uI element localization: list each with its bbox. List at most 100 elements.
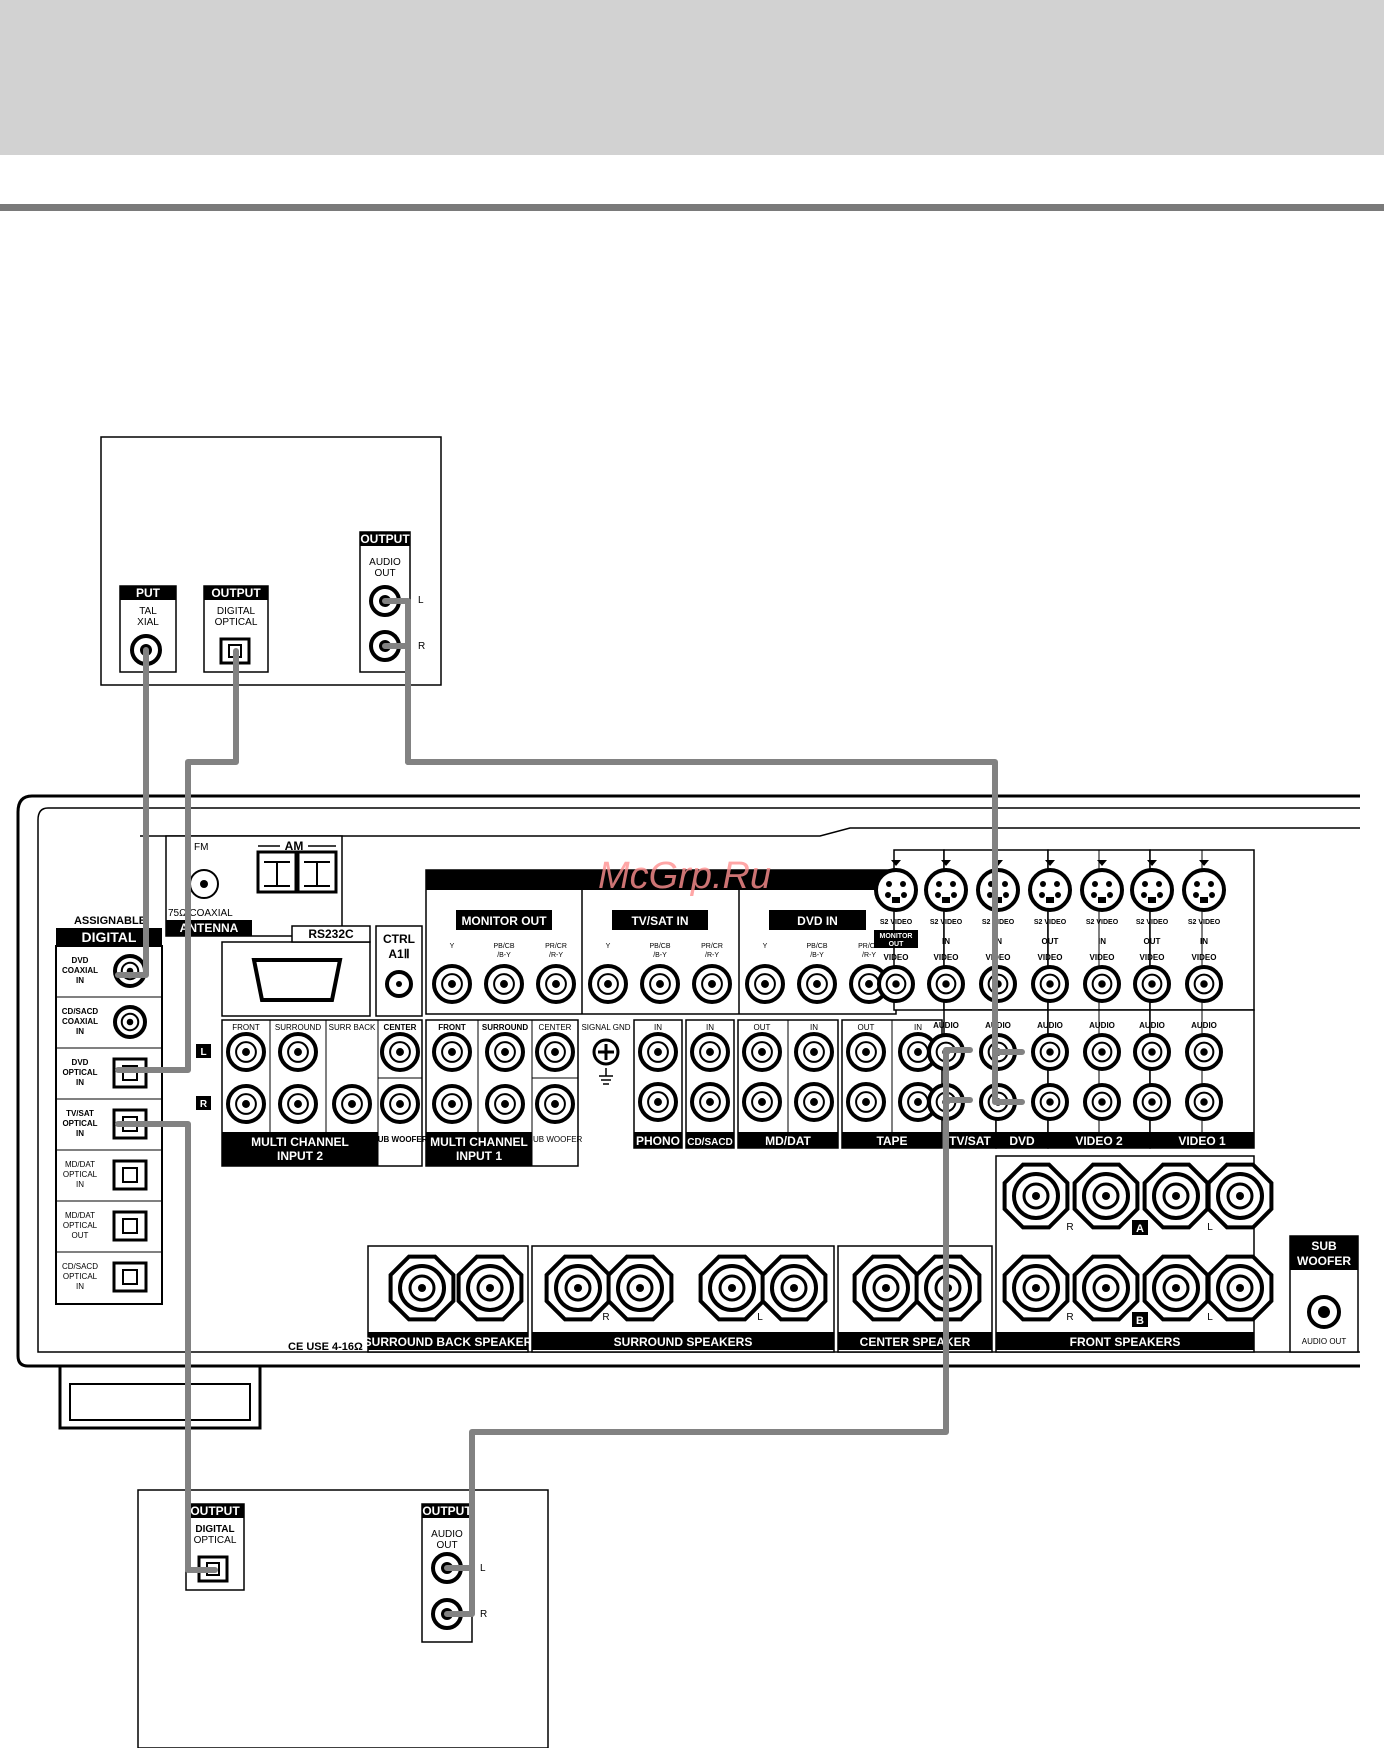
digital-optical-jack[interactable]: [112, 1210, 148, 1242]
component-jack[interactable]: [588, 964, 628, 1004]
speaker-terminal-post[interactable]: [698, 1254, 766, 1322]
audio-jack[interactable]: [1083, 1033, 1121, 1071]
svg-text:OUT: OUT: [858, 1023, 875, 1032]
composite-video-jack[interactable]: [1133, 965, 1171, 1003]
audio-jack[interactable]: [1133, 1083, 1171, 1121]
multi1-jack[interactable]: [485, 1084, 525, 1124]
multi1-jack[interactable]: [485, 1032, 525, 1072]
audio-jack[interactable]: [1185, 1083, 1223, 1121]
audio-jack[interactable]: [1031, 1033, 1069, 1071]
component-jack[interactable]: [797, 964, 837, 1004]
svg-text:SUB WOOFER: SUB WOOFER: [528, 1135, 583, 1144]
multi1-jack[interactable]: [535, 1084, 575, 1124]
audio-jack[interactable]: [794, 1032, 834, 1072]
svg-text:MULTI CHANNEL: MULTI CHANNEL: [251, 1135, 349, 1149]
s-video-jack[interactable]: [1028, 868, 1072, 912]
speaker-terminal-post[interactable]: [1142, 1162, 1210, 1230]
audio-jack[interactable]: [1031, 1083, 1069, 1121]
svg-text:FRONT SPEAKERS: FRONT SPEAKERS: [1070, 1335, 1181, 1349]
s-video-jack[interactable]: [1130, 868, 1174, 912]
audio-jack[interactable]: [742, 1082, 782, 1122]
component-jack[interactable]: [640, 964, 680, 1004]
label: /R-Y: [862, 952, 876, 959]
composite-video-jack[interactable]: [927, 965, 965, 1003]
speaker-terminal-post[interactable]: [852, 1254, 920, 1322]
speaker-terminal-post[interactable]: [544, 1254, 612, 1322]
speaker-terminal-post[interactable]: [388, 1254, 456, 1322]
svg-text:AUDIO: AUDIO: [431, 1529, 463, 1540]
arrow-icon: [941, 860, 951, 866]
multi2-jack[interactable]: [380, 1084, 420, 1124]
svg-text:MD/DAT: MD/DAT: [765, 1134, 811, 1148]
digital-coaxial-jack[interactable]: [113, 954, 147, 988]
speaker-terminal-post[interactable]: [1072, 1254, 1140, 1322]
label: TV/SAT IN: [631, 914, 688, 928]
svg-text:INPUT 2: INPUT 2: [277, 1149, 323, 1163]
multi2-jack[interactable]: [332, 1084, 372, 1124]
svg-text:OUT: OUT: [374, 568, 395, 579]
label: IN: [76, 1129, 84, 1138]
multi2-jack[interactable]: [380, 1032, 420, 1072]
component-jack[interactable]: [692, 964, 732, 1004]
cable-optical-dvd: [115, 648, 239, 1073]
audio-jack[interactable]: [690, 1082, 730, 1122]
multi1-jack[interactable]: [535, 1032, 575, 1072]
audio-jack[interactable]: [638, 1032, 678, 1072]
digital-optical-jack[interactable]: [112, 1261, 148, 1293]
audio-jack[interactable]: [638, 1082, 678, 1122]
svg-text:SURR BACK: SURR BACK: [329, 1023, 376, 1032]
svg-text:CTRL: CTRL: [383, 932, 415, 946]
component-jack[interactable]: [484, 964, 524, 1004]
speaker-terminal-post[interactable]: [1072, 1162, 1140, 1230]
multi2-jack[interactable]: [278, 1032, 318, 1072]
s-video-jack[interactable]: [874, 868, 918, 912]
label: IN: [1098, 937, 1106, 946]
audio-jack[interactable]: [1133, 1033, 1171, 1071]
svg-text:IN: IN: [810, 1023, 818, 1032]
audio-jack[interactable]: [1185, 1033, 1223, 1071]
label: OPTICAL: [62, 1119, 97, 1128]
cable-coaxial-dvd: [115, 647, 149, 978]
multi1-jack[interactable]: [432, 1032, 472, 1072]
speaker-terminal-post[interactable]: [606, 1254, 674, 1322]
composite-video-jack[interactable]: [1185, 965, 1223, 1003]
header-rule: [0, 204, 1384, 211]
svg-text:CENTER: CENTER: [539, 1023, 572, 1032]
component-jack[interactable]: [745, 964, 785, 1004]
speaker-terminal-post[interactable]: [1206, 1162, 1274, 1230]
audio-jack[interactable]: [846, 1032, 886, 1072]
svg-text:DIGITAL: DIGITAL: [195, 1524, 234, 1535]
component-jack[interactable]: [536, 964, 576, 1004]
svg-text:ASSIGNABLE: ASSIGNABLE: [74, 915, 146, 927]
composite-video-jack[interactable]: [1083, 965, 1121, 1003]
multi2-jack[interactable]: [226, 1032, 266, 1072]
speaker-terminal-post[interactable]: [760, 1254, 828, 1322]
speaker-terminal-post[interactable]: [456, 1254, 524, 1322]
s-video-jack[interactable]: [924, 868, 968, 912]
speaker-terminal-post[interactable]: [1206, 1254, 1274, 1322]
speaker-terminal-post[interactable]: [1002, 1254, 1070, 1322]
svg-text:SUB: SUB: [1311, 1239, 1337, 1253]
speaker-terminal-post[interactable]: [1002, 1162, 1070, 1230]
s-video-jack[interactable]: [1080, 868, 1124, 912]
speaker-terminal-post[interactable]: [1142, 1254, 1210, 1322]
audio-jack[interactable]: [794, 1082, 834, 1122]
audio-jack[interactable]: [742, 1032, 782, 1072]
audio-jack[interactable]: [846, 1082, 886, 1122]
component-jack[interactable]: [432, 964, 472, 1004]
multi2-jack[interactable]: [278, 1084, 318, 1124]
digital-coaxial-jack[interactable]: [113, 1005, 147, 1039]
composite-video-jack[interactable]: [1031, 965, 1069, 1003]
multi2-jack[interactable]: [226, 1084, 266, 1124]
composite-video-jack[interactable]: [877, 965, 915, 1003]
label: IN: [1200, 937, 1208, 946]
digital-optical-jack[interactable]: [112, 1159, 148, 1191]
label: S2 VIDEO: [880, 919, 913, 926]
audio-jack[interactable]: [898, 1082, 938, 1122]
audio-jack[interactable]: [690, 1032, 730, 1072]
audio-jack[interactable]: [1083, 1083, 1121, 1121]
s-video-jack[interactable]: [1182, 868, 1226, 912]
label: MD/DAT: [65, 1211, 95, 1220]
multi1-jack[interactable]: [432, 1084, 472, 1124]
svg-text:OUT: OUT: [436, 1540, 457, 1551]
